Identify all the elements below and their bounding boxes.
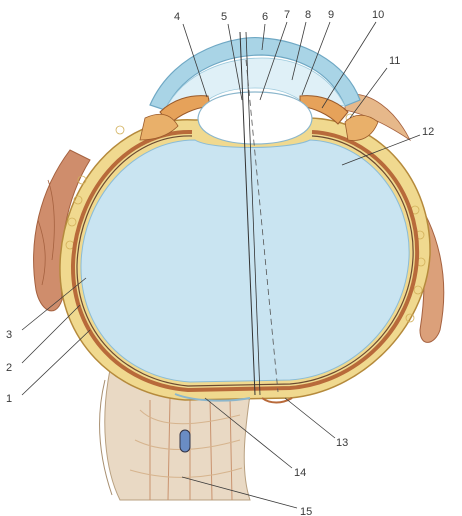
- vitreous-body: [81, 140, 409, 382]
- label-10: 10: [372, 9, 384, 21]
- central-vessel: [180, 430, 190, 452]
- label-1: 1: [6, 393, 12, 405]
- label-5: 5: [221, 11, 227, 23]
- label-11: 11: [389, 55, 400, 67]
- lens: [198, 92, 312, 144]
- label-15: 15: [300, 506, 312, 516]
- label-12: 12: [422, 126, 434, 138]
- label-8: 8: [305, 9, 311, 21]
- label-14: 14: [294, 467, 306, 479]
- label-13: 13: [336, 437, 348, 449]
- label-4: 4: [174, 11, 180, 23]
- label-7: 7: [284, 9, 290, 21]
- label-3: 3: [6, 329, 12, 341]
- label-2: 2: [6, 362, 12, 374]
- label-9: 9: [328, 9, 334, 21]
- label-6: 6: [262, 11, 268, 23]
